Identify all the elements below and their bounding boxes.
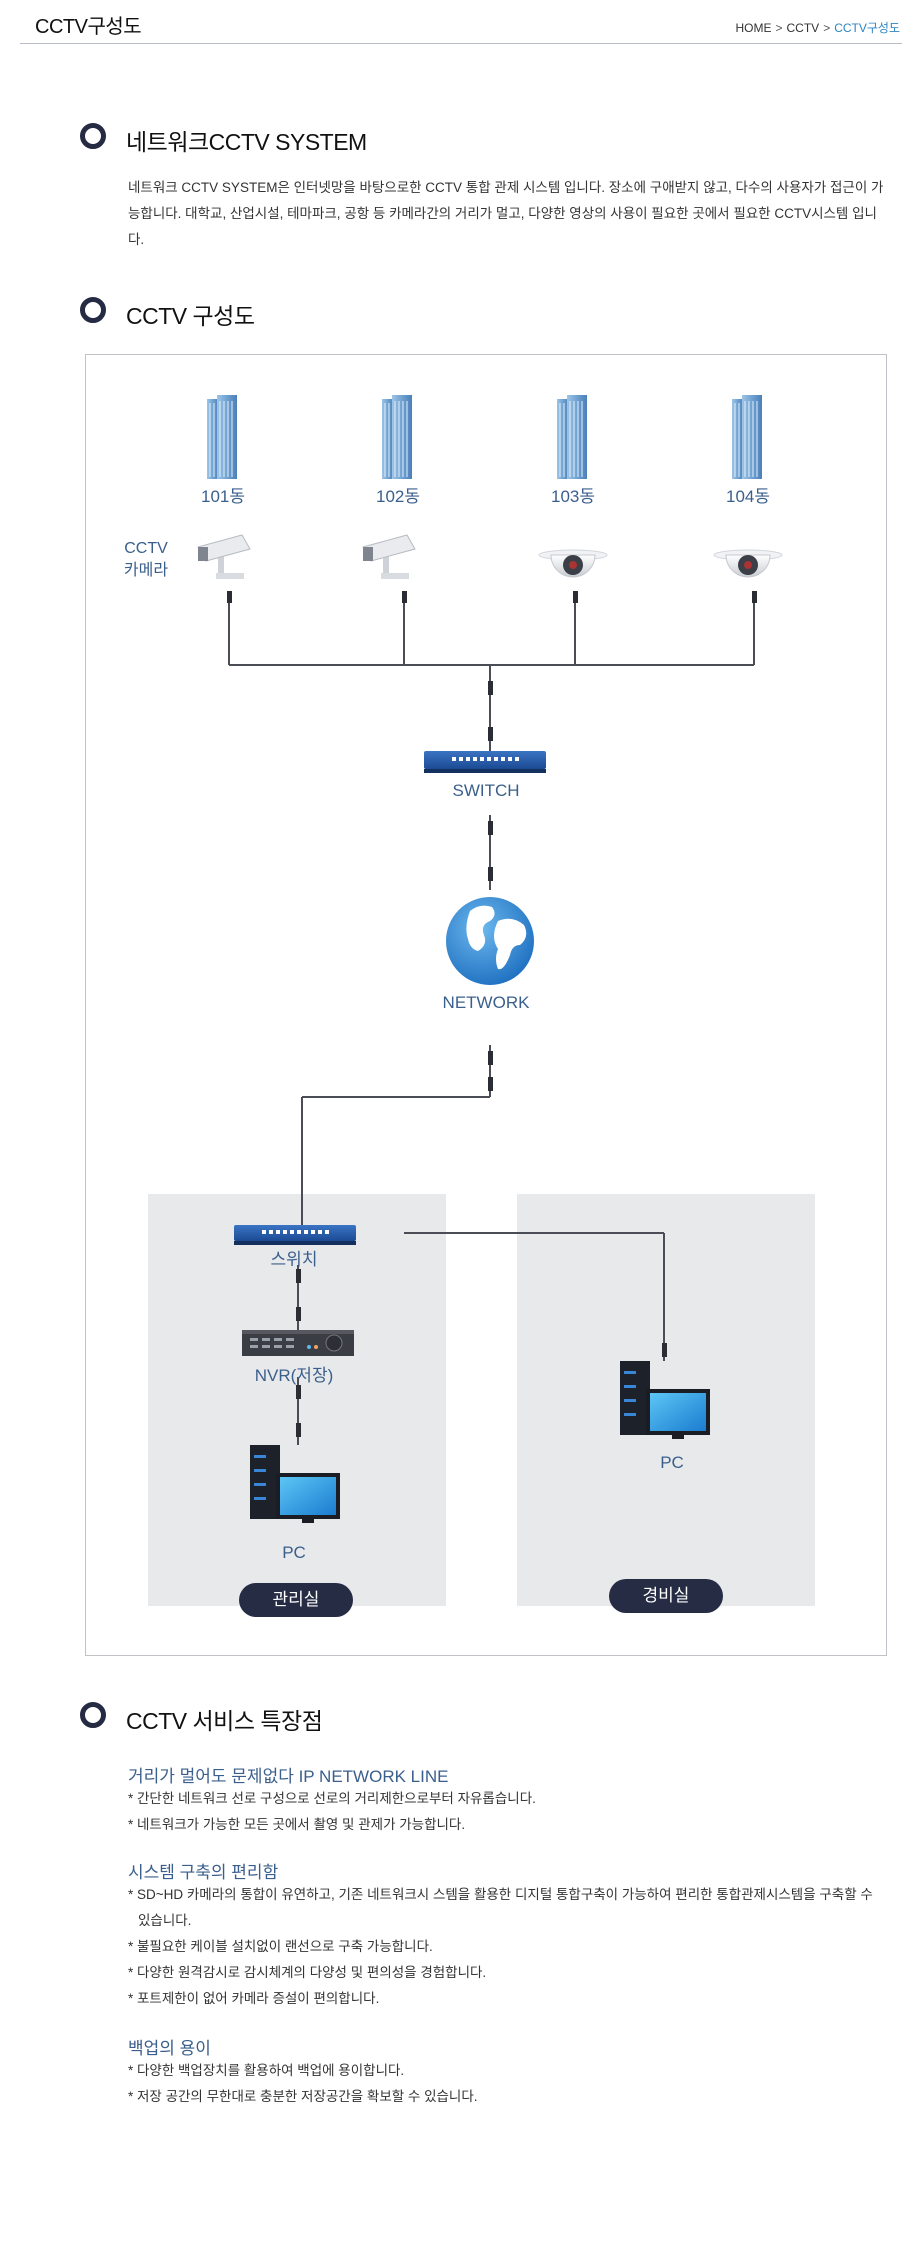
section-title: CCTV 구성도 bbox=[126, 303, 255, 329]
feature-item-continued: 있습니다. bbox=[138, 1913, 192, 1928]
room-badge-security: 경비실 bbox=[609, 1579, 723, 1613]
building-icon bbox=[732, 395, 762, 479]
building-icon bbox=[207, 395, 237, 479]
feature-heading: 백업의 용이 bbox=[128, 2039, 211, 2058]
feature-item: * 다양한 원격감시로 감시체계의 다양성 및 편의성을 경험합니다. bbox=[128, 1965, 487, 1980]
nvr-label: NVR(저장) bbox=[254, 1366, 334, 1385]
section-title: CCTV 서비스 특장점 bbox=[126, 1708, 323, 1734]
bullet-camera-icon bbox=[197, 534, 251, 579]
page-header: CCTV구성도 HOME>CCTV>CCTV구성도 bbox=[20, 0, 902, 44]
breadcrumb-home[interactable]: HOME bbox=[735, 21, 772, 35]
breadcrumb: HOME>CCTV>CCTV구성도 bbox=[734, 19, 903, 36]
feature-item: * 다양한 백업장치를 활용하여 백업에 용이합니다. bbox=[128, 2063, 405, 2078]
feature-item: * 저장 공간의 무한대로 충분한 저장공간을 확보할 수 있습니다. bbox=[128, 2089, 478, 2104]
bullet-circle-icon bbox=[80, 297, 106, 323]
breadcrumb-cctv[interactable]: CCTV bbox=[786, 21, 820, 35]
pc-computer-icon bbox=[620, 1361, 710, 1439]
building-icon bbox=[382, 395, 412, 479]
breadcrumb-separator: > bbox=[823, 21, 831, 35]
room-badge-management: 관리실 bbox=[239, 1583, 353, 1617]
feature-heading: 시스템 구축의 편리함 bbox=[128, 1863, 279, 1882]
pc-label: PC bbox=[282, 1543, 306, 1562]
dome-camera-icon bbox=[538, 549, 608, 578]
feature-item: * 네트워크가 가능한 모든 곳에서 촬영 및 관제가 가능합니다. bbox=[128, 1817, 466, 1832]
breadcrumb-separator: > bbox=[775, 21, 783, 35]
switch-label: SWITCH bbox=[452, 781, 520, 800]
bullet-camera-icon bbox=[362, 534, 416, 579]
local-switch-label: 스위치 bbox=[270, 1250, 318, 1269]
camera-label: CCTV 카메라 bbox=[123, 540, 169, 579]
feature-item: * 간단한 네트워크 선로 구성으로 선로의 거리제한으로부터 자유롭습니다. bbox=[128, 1791, 536, 1806]
building-label: 104동 bbox=[725, 487, 771, 506]
local-switch-icon bbox=[234, 1225, 356, 1245]
section-title: 네트워크CCTV SYSTEM bbox=[126, 129, 367, 155]
feature-item: * SD~HD 카메라의 통합이 유연하고, 기존 네트워크시 스템을 활용한 … bbox=[128, 1887, 873, 1902]
pc-computer-icon bbox=[250, 1445, 340, 1523]
building-label: 101동 bbox=[200, 487, 246, 506]
diagram-graphics bbox=[148, 395, 815, 1606]
page-title: CCTV구성도 bbox=[35, 16, 142, 38]
building-label: 102동 bbox=[375, 487, 421, 506]
nvr-recorder-icon bbox=[242, 1330, 354, 1356]
dome-camera-icon bbox=[713, 549, 783, 578]
cctv-diagram: 101동 102동 103동 104동 CCTV 카메라 SWITCH NETW… bbox=[85, 354, 887, 1656]
bullet-circle-icon bbox=[80, 1702, 106, 1728]
globe-icon bbox=[446, 897, 534, 985]
breadcrumb-current[interactable]: CCTV구성도 bbox=[834, 21, 900, 35]
network-label: NETWORK bbox=[442, 993, 530, 1012]
feature-item: * 포트제한이 없어 카메라 증설이 편의합니다. bbox=[128, 1991, 380, 2006]
section-description: 네트워크 CCTV SYSTEM은 인터넷망을 바탕으로한 CCTV 통합 관제… bbox=[128, 180, 884, 247]
feature-heading: 거리가 멀어도 문제없다 IP NETWORK LINE bbox=[128, 1767, 449, 1786]
feature-item: * 불필요한 케이블 설치없이 랜선으로 구축 가능합니다. bbox=[128, 1939, 433, 1954]
pc-label: PC bbox=[660, 1453, 684, 1472]
network-switch-icon bbox=[424, 751, 546, 773]
cable-connectors bbox=[227, 591, 757, 1437]
building-label: 103동 bbox=[550, 487, 596, 506]
building-icon bbox=[557, 395, 587, 479]
bullet-circle-icon bbox=[80, 123, 106, 149]
